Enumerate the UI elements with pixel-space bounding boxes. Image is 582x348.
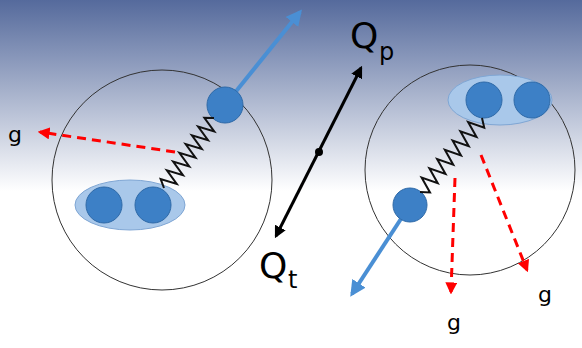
- gluon-arrow: [451, 178, 455, 292]
- quark: [135, 187, 171, 223]
- string-spring: [420, 118, 484, 193]
- center-dot: [315, 148, 323, 156]
- gluon-label: g: [447, 312, 461, 334]
- quark: [86, 187, 122, 223]
- nucleon-outline: [52, 70, 272, 290]
- gluon-arrow: [481, 155, 527, 270]
- momentum-symbol: Q: [259, 248, 287, 284]
- momentum-transfer-arrow: [276, 68, 361, 236]
- gluon-arrow: [40, 132, 175, 152]
- quark: [466, 82, 502, 118]
- gluon-label: g: [8, 124, 22, 146]
- quark: [393, 188, 427, 222]
- string-spring: [161, 118, 215, 188]
- momentum-symbol: Q: [350, 18, 378, 54]
- nucleon-outline: [365, 65, 575, 275]
- diquark: [448, 75, 552, 125]
- momentum-subscript: p: [379, 40, 394, 64]
- momentum-subscript: t: [288, 268, 297, 292]
- gluon-label: g: [538, 284, 552, 306]
- quark: [514, 82, 550, 118]
- diquark: [75, 180, 185, 230]
